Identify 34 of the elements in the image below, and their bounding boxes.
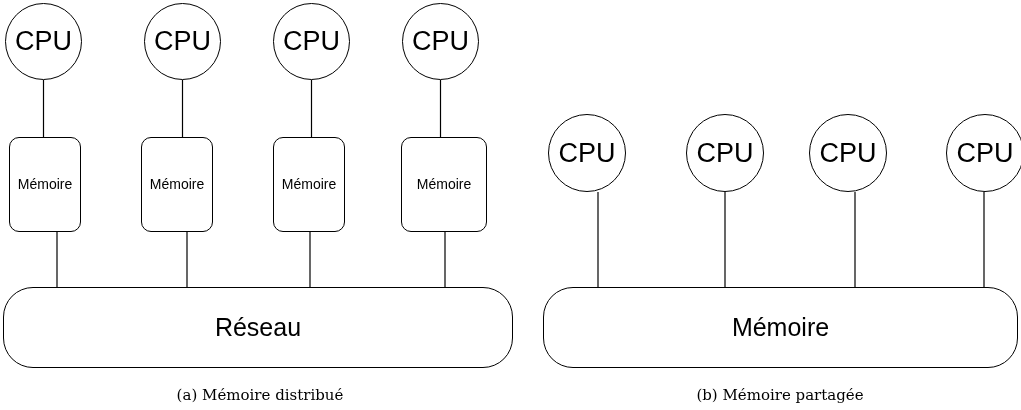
node-label: Mémoire	[281, 175, 337, 194]
node-label: Réseau	[214, 311, 302, 343]
memory-box	[273, 137, 345, 232]
bus-box	[543, 287, 1018, 368]
node-label: Mémoire	[731, 311, 830, 343]
node-label: CPU	[154, 25, 211, 59]
memory-box	[401, 137, 487, 232]
node-label: CPU	[558, 136, 616, 170]
connector-line	[983, 191, 985, 288]
connector-line	[42, 79, 45, 138]
caption: (a) Mémoire distribué	[175, 385, 345, 406]
connector-line	[439, 79, 442, 138]
caption: (b) Mémoire partagée	[695, 385, 865, 406]
node-label: CPU	[696, 136, 754, 170]
connector-line	[181, 79, 184, 138]
memory-box	[9, 137, 81, 232]
node-label: CPU	[15, 25, 72, 59]
node-label: CPU	[412, 25, 469, 59]
bus-box	[3, 287, 513, 368]
node-label: CPU	[283, 25, 340, 59]
node-label: CPU	[819, 136, 877, 170]
connector-line	[724, 191, 726, 288]
connector-line	[444, 231, 446, 288]
connector-line	[597, 191, 599, 288]
node-label: Mémoire	[416, 175, 472, 194]
connector-line	[309, 231, 311, 288]
connector-line	[854, 191, 856, 288]
node-label: Mémoire	[17, 175, 73, 194]
connector-line	[56, 231, 58, 288]
node-label: CPU	[956, 136, 1014, 170]
memory-box	[141, 137, 213, 232]
connector-line	[186, 231, 188, 288]
connector-line	[310, 79, 313, 138]
node-label: Mémoire	[149, 175, 205, 194]
